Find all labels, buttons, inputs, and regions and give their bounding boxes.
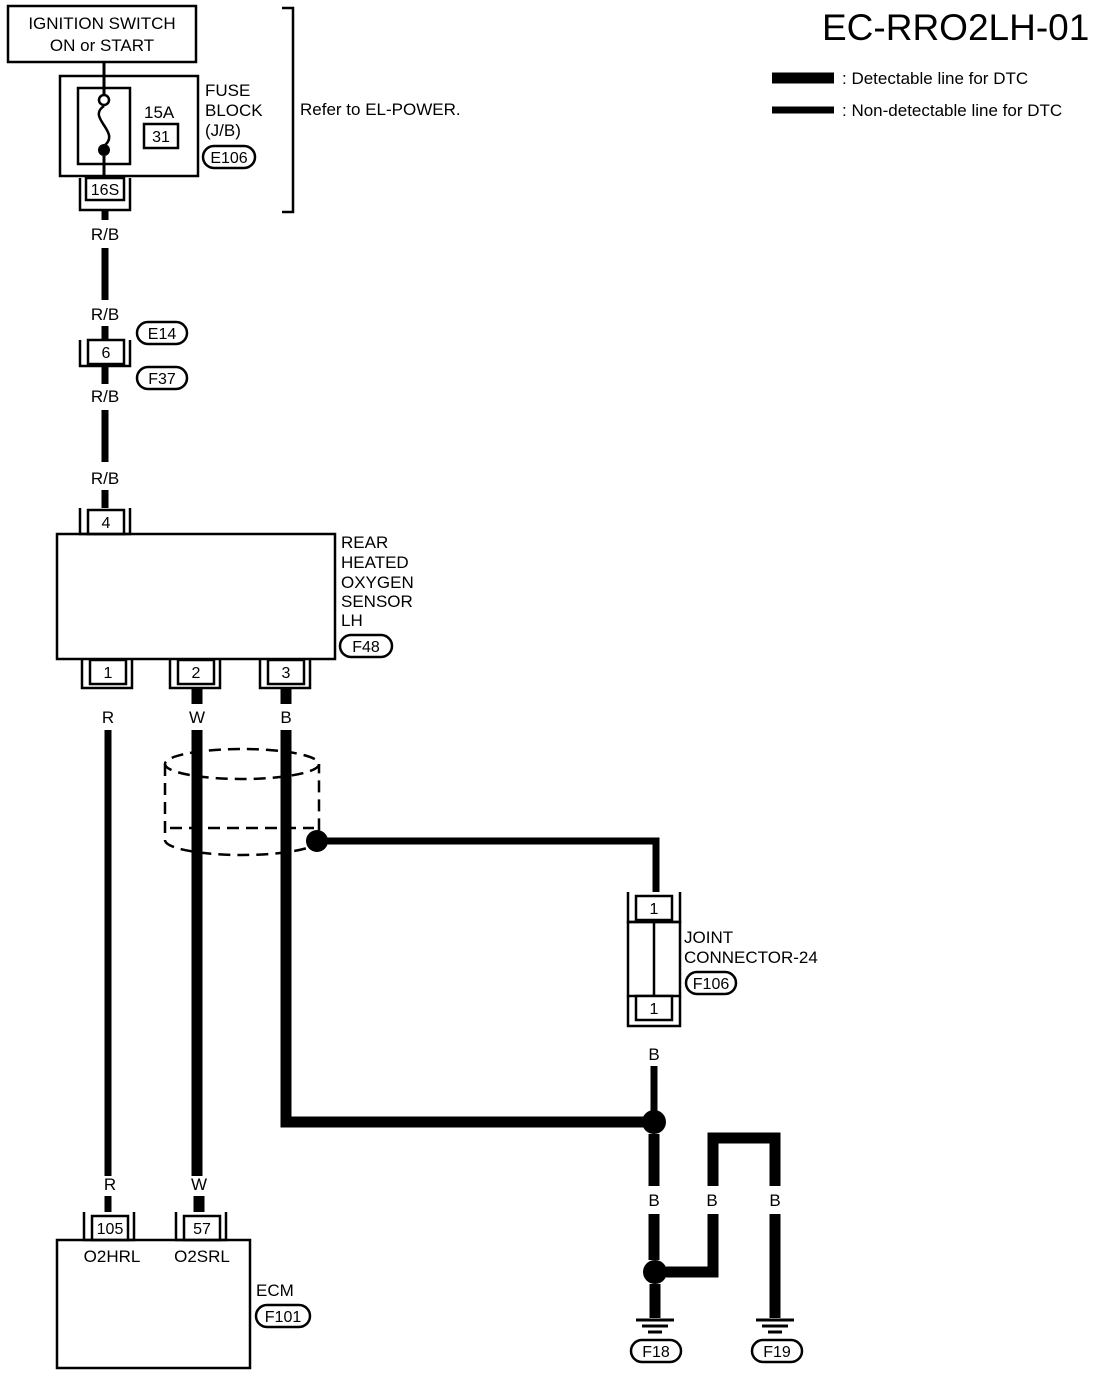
- fuse-block-label1: FUSE: [205, 81, 250, 100]
- sensor-pin1-box: [88, 658, 128, 686]
- sensor-label-line3: OXYGEN: [341, 573, 414, 592]
- wire-color-b-top: B: [280, 708, 291, 727]
- joint-bottom-bracket: [626, 996, 682, 1028]
- oxygen-sensor-box: [55, 532, 337, 661]
- ecm-connector-id: F101: [265, 1309, 302, 1326]
- refer-bracket: [282, 6, 295, 214]
- inline-connector-tag-upper: [135, 320, 189, 346]
- joint-connector: 1 1 JOINT CONNECTOR-24 F106: [626, 892, 818, 1028]
- wire-color-b-joint: B: [648, 1045, 659, 1064]
- ground-f18-tag: [629, 1338, 683, 1364]
- wire-shield-drain: [317, 837, 660, 892]
- joint-bottom-pin: 1: [650, 1001, 659, 1018]
- joint-label-line2: CONNECTOR-24: [684, 948, 818, 967]
- wire-color-rb-3: R/B: [91, 387, 119, 406]
- wire-color-b-ground-2: B: [706, 1191, 717, 1210]
- wire-color-b-ground-1: B: [648, 1191, 659, 1210]
- joint-label-line1: JOINT: [684, 928, 733, 947]
- joint-bottom-pin-box: [634, 994, 674, 1022]
- sensor-top-pin: 4: [102, 515, 111, 532]
- fuse-amperage: 15A: [144, 103, 175, 122]
- joint-connector-id: F106: [693, 976, 730, 993]
- ignition-switch-line2: ON or START: [50, 36, 154, 55]
- sensor-pin1-bracket: [80, 660, 134, 690]
- ground-f19-tag: [750, 1338, 804, 1364]
- sensor-pin2: 2: [192, 665, 201, 682]
- ecm-pin105: 105: [97, 1221, 124, 1238]
- fuse-block-label3: (J/B): [205, 121, 241, 140]
- fuse-connector-id: E106: [210, 150, 247, 167]
- sensor-pin3-box: [266, 658, 306, 686]
- shield-top-ellipse: [163, 747, 321, 781]
- shield-body: [163, 764, 321, 857]
- fuse-block-label2: BLOCK: [205, 101, 263, 120]
- diagram-title: EC-RRO2LH-01: [822, 7, 1089, 48]
- ground-f18-label: F18: [642, 1344, 670, 1361]
- refer-note: Refer to EL-POWER.: [300, 100, 461, 119]
- sensor-pin2-box: [176, 658, 216, 686]
- ecm-pin57: 57: [193, 1221, 211, 1238]
- fuse-block-box: [58, 74, 200, 178]
- ground-junction-upper: [642, 1110, 666, 1134]
- wire-color-rb-4: R/B: [91, 469, 119, 488]
- sensor-label-line5: LH: [341, 611, 363, 630]
- ecm-connector-tag: [254, 1303, 312, 1329]
- inline-connector-pin: 6: [102, 345, 111, 362]
- wire-color-rb-1: R/B: [91, 225, 119, 244]
- fuse-number: 31: [152, 129, 170, 146]
- ecm-box: [55, 1238, 252, 1370]
- wire-color-w-top: W: [189, 708, 205, 727]
- fuse-block: 15A 31 FUSE BLOCK (J/B) E106 16S: [58, 62, 263, 212]
- ignition-switch-box: [6, 4, 198, 64]
- ecm-label: ECM: [256, 1281, 294, 1300]
- sensor-label-line2: HEATED: [341, 553, 409, 572]
- shield: [163, 747, 328, 857]
- wire-b-loop-top: [707, 1132, 781, 1186]
- ecm-terminal-o2hrl: O2HRL: [84, 1247, 141, 1266]
- wire-color-r-top: R: [102, 708, 114, 727]
- fuse-terminal-label: 16S: [91, 182, 119, 199]
- ground-junction-lower: [643, 1260, 667, 1284]
- fuse-number-box: [142, 122, 180, 150]
- fuse-terminal-top: [97, 93, 111, 107]
- ground-f18: F18: [629, 1318, 683, 1364]
- wire-color-b-ground-3: B: [769, 1191, 780, 1210]
- joint-connector-tag: [684, 970, 738, 996]
- wire-color-rb-2: R/B: [91, 305, 119, 324]
- sensor-label-line4: SENSOR: [341, 592, 413, 611]
- fuse-terminal-bottom: [98, 144, 110, 156]
- wire-color-w-ecm: W: [191, 1175, 207, 1194]
- wire-color-r-ecm: R: [104, 1175, 116, 1194]
- fuse-connector-tag: [201, 144, 257, 170]
- legend-detectable-label: : Detectable line for DTC: [842, 69, 1028, 88]
- inline-connector: 6 E14 F37: [78, 320, 189, 391]
- wire-b-loop-left: [666, 1214, 719, 1278]
- inline-connector-lower-id: F37: [148, 371, 176, 388]
- ground-f19: F19: [750, 1318, 804, 1364]
- sensor-connector-tag: [338, 633, 394, 659]
- inline-connector-tag-lower: [135, 365, 189, 391]
- sensor-label-line1: REAR: [341, 533, 388, 552]
- fuse-terminal-box: [84, 176, 126, 202]
- inline-connector-upper-id: E14: [148, 326, 177, 343]
- sensor-connector-id: F48: [352, 639, 380, 656]
- ecm: 105 57 O2HRL O2SRL ECM F101: [55, 1212, 312, 1370]
- joint-top-pin-box: [634, 894, 674, 922]
- wire-b: [280, 730, 652, 1128]
- sensor-top-pin-box: [86, 508, 126, 536]
- ignition-switch: IGNITION SWITCH ON or START: [6, 4, 198, 64]
- fuse-icon: [97, 104, 111, 147]
- oxygen-sensor: 4 REAR HEATED OXYGEN SENSOR LH F48 1 2 3: [55, 508, 414, 690]
- ground-f19-label: F19: [763, 1344, 791, 1361]
- sensor-pin3: 3: [282, 665, 291, 682]
- ecm-terminal-o2srl: O2SRL: [174, 1247, 230, 1266]
- joint-top-pin: 1: [650, 901, 659, 918]
- legend-non-detectable-label: : Non-detectable line for DTC: [842, 101, 1062, 120]
- ignition-switch-line1: IGNITION SWITCH: [28, 14, 175, 33]
- sensor-pin1: 1: [104, 665, 113, 682]
- legend: : Detectable line for DTC : Non-detectab…: [772, 69, 1062, 120]
